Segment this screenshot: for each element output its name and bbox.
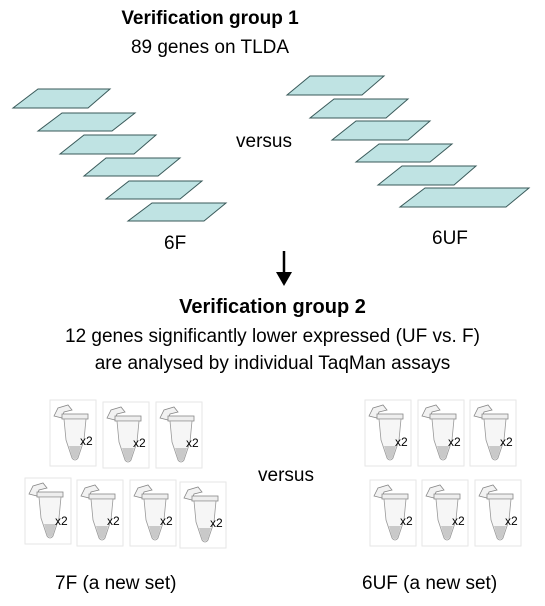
- group1-subtitle: 89 genes on TLDA: [130, 37, 290, 58]
- replicate-label: x2: [500, 435, 513, 449]
- tlda-card: [285, 75, 386, 96]
- down-arrow-icon: [276, 251, 292, 286]
- tube-icon: x2: [179, 481, 227, 549]
- replicate-label: x2: [210, 516, 223, 530]
- tlda-card: [376, 165, 478, 186]
- tube-icon: x2: [102, 401, 150, 469]
- group2-left-label: 7F (a new set): [55, 573, 177, 594]
- group2-right-label: 6UF (a new set): [362, 573, 498, 594]
- tlda-card: [58, 134, 158, 155]
- replicate-label: x2: [186, 436, 199, 450]
- tube-icon: x2: [76, 479, 124, 547]
- tlda-card: [82, 157, 182, 177]
- tube-icon: x2: [417, 399, 465, 467]
- replicate-label: x2: [160, 514, 173, 528]
- replicate-label: x2: [395, 435, 408, 449]
- tube-icon: x2: [421, 479, 469, 547]
- tlda-card: [354, 143, 454, 163]
- group1-left-label: 6F: [164, 233, 187, 254]
- replicate-label: x2: [107, 514, 120, 528]
- tube-icon: x2: [369, 479, 417, 547]
- tube-icon: x2: [24, 477, 72, 545]
- tlda-cards-6uf: [285, 75, 531, 208]
- replicate-label: x2: [400, 514, 413, 528]
- replicate-label: x2: [448, 435, 461, 449]
- tubes-7f: x2 x2 x2 x2 x2 x2 x2: [24, 399, 227, 549]
- tube-icon: x2: [129, 479, 177, 547]
- tube-icon: x2: [155, 401, 203, 469]
- tlda-card: [126, 202, 228, 222]
- group2-description-line1: 12 genes significantly lower expressed (…: [65, 326, 480, 347]
- tube-icon: x2: [469, 399, 517, 467]
- tlda-card: [36, 112, 137, 132]
- replicate-label: x2: [452, 514, 465, 528]
- group1-title: Verification group 1: [121, 8, 299, 29]
- tube-icon: x2: [364, 399, 412, 467]
- group1-right-label: 6UF: [432, 228, 468, 249]
- tlda-card: [104, 180, 204, 200]
- tlda-card: [11, 88, 112, 109]
- tube-icon: x2: [49, 399, 97, 467]
- tubes-6uf: x2 x2 x2 x2 x2 x2: [364, 399, 522, 547]
- replicate-label: x2: [505, 514, 518, 528]
- tlda-card: [308, 98, 410, 119]
- group2-versus-label: versus: [258, 465, 314, 486]
- group2-description-line2: are analysed by individual TaqMan assays: [94, 353, 451, 374]
- tlda-card: [398, 187, 531, 208]
- replicate-label: x2: [80, 434, 93, 448]
- tlda-cards-6f: [11, 88, 228, 222]
- tlda-card: [330, 120, 432, 141]
- group2-title: Verification group 2: [179, 296, 366, 318]
- tube-icon: x2: [474, 479, 522, 547]
- replicate-label: x2: [55, 514, 68, 528]
- group1-versus-label: versus: [236, 131, 292, 152]
- replicate-label: x2: [133, 436, 146, 450]
